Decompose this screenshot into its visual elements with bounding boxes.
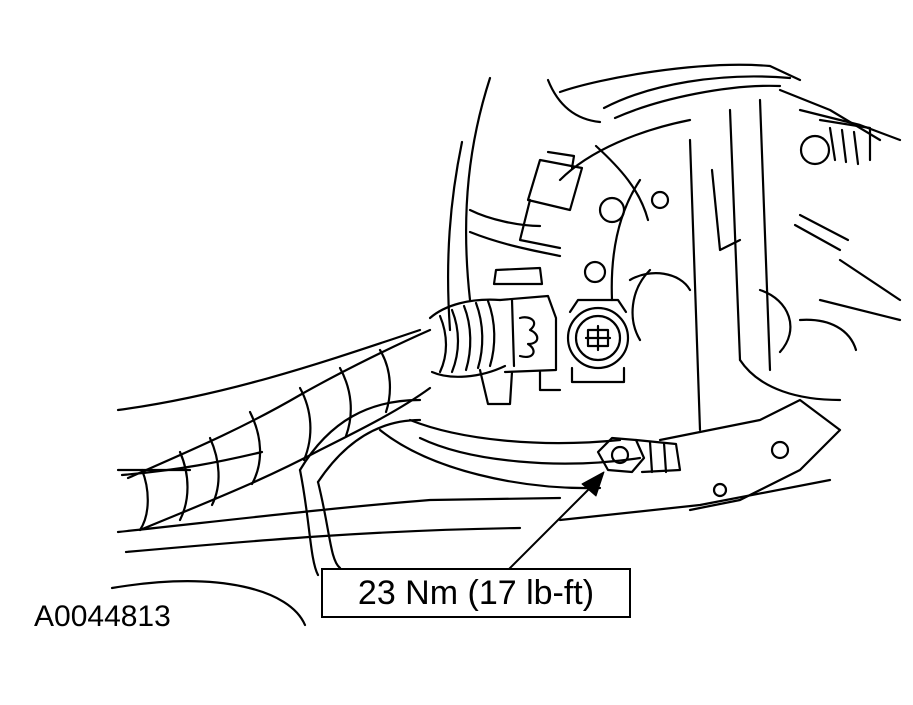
wiring-harness xyxy=(126,298,507,532)
leader-arrow xyxy=(507,471,605,571)
harness-connector xyxy=(478,266,562,406)
torque-bolt xyxy=(596,436,682,474)
torque-spec-label: 23 Nm (17 lb-ft) xyxy=(321,568,631,618)
mount-bracket xyxy=(378,398,842,522)
engine-block xyxy=(583,88,902,432)
sensor-plug xyxy=(566,298,630,384)
figure-id-label: A0044813 xyxy=(34,600,171,633)
upper-connector xyxy=(468,118,692,258)
background-contours xyxy=(110,63,802,627)
coolant-tube xyxy=(298,398,422,577)
